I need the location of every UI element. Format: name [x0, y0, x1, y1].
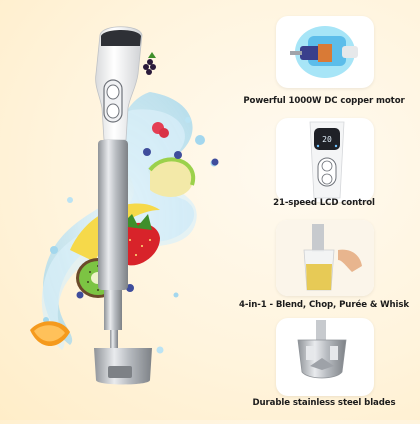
fruit-orange-slice [30, 321, 70, 346]
blender-motor-body [95, 26, 143, 141]
fruit-blackberry [143, 52, 156, 75]
feature-blades: Durable stainless steel blades [228, 316, 420, 420]
blade-icon [276, 318, 374, 396]
fruit-apple-slice [148, 157, 196, 197]
hand-blender-illustration [30, 26, 219, 385]
blender-cup-icon [276, 220, 374, 296]
feature-caption: Powerful 1000W DC copper motor [243, 96, 405, 106]
feature-caption: Durable stainless steel blades [252, 398, 396, 408]
product-scene [30, 26, 219, 385]
feature-caption: 4-in-1 - Blend, Chop, Purée & Whisk [239, 300, 409, 310]
motor-icon [276, 16, 374, 88]
lcd-reading: 20 [322, 135, 332, 144]
fruit-raspberry [152, 122, 169, 138]
feature-caption: 21-speed LCD control [273, 198, 375, 208]
feature-4in1: 4-in-1 - Blend, Chop, Purée & Whisk [228, 216, 420, 316]
blender-steel-shaft [94, 140, 152, 385]
fruit-banana [70, 203, 160, 262]
feature-motor: Powerful 1000W DC copper motor [228, 0, 420, 110]
lcd-control-icon: 20 [276, 118, 374, 202]
feature-lcd: 20 21-speed LCD control [228, 110, 420, 216]
